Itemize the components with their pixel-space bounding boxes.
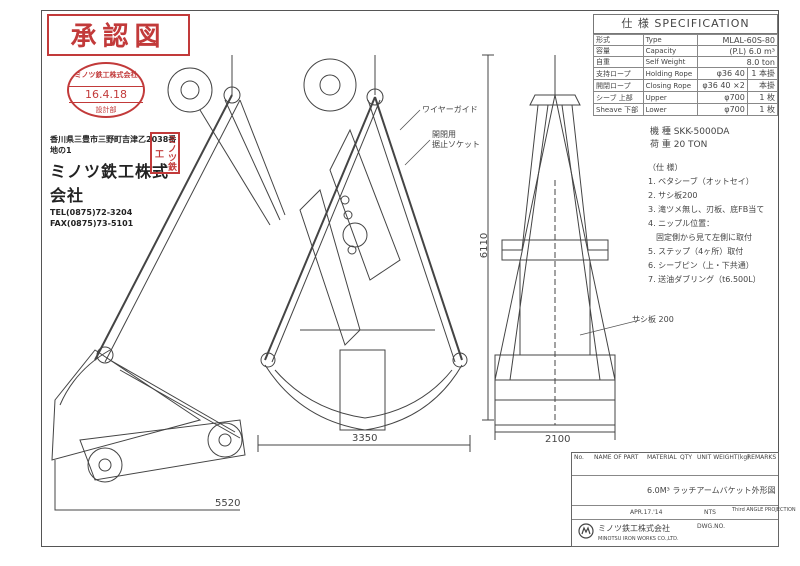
dimension-height: 6110 [479, 232, 491, 259]
drawing-date: APR.17.'14 [630, 509, 663, 516]
spec-title: 仕 様 SPECIFICATION [593, 14, 778, 34]
oval-company: ミノツ鉄工株式会社 [74, 71, 138, 79]
oval-date: 16.4.18 [69, 86, 143, 103]
spec-row: 容量 Capacity (P.L) 6.0 m³ [593, 45, 779, 57]
machine-info: 機 種 SKK-5000DA 荷 重 20 TON [650, 126, 729, 152]
open-bucket-view [51, 55, 286, 511]
dimension-width-side: 2100 [545, 434, 571, 445]
note-item: 4. ニップル位置： [648, 219, 715, 228]
note-item: 3. 滝ツメ無し、刃板、底FB当て [648, 205, 765, 214]
spec-row: 開閉ロープ Closing Rope φ36 40 ×2 本掛 [593, 79, 779, 92]
approval-stamp: 承認図 [47, 14, 190, 56]
spec-row: 自重 Self Weight 8.0 ton [593, 56, 779, 68]
machine-load: 荷 重 20 TON [650, 140, 708, 150]
sashi-ita-label: サシ板 200 [632, 315, 674, 324]
dimension-open-width: 5520 [215, 498, 241, 509]
spec-row: 形式 Type MLAL-60S-80 [593, 34, 779, 46]
approval-oval: ミノツ鉄工株式会社 16.4.18 設計部 [67, 62, 145, 118]
side-view [482, 54, 616, 440]
closed-bucket-view [257, 55, 471, 452]
drawing-sheet [41, 10, 779, 547]
wire-guide-label: ワイヤーガイド [422, 105, 478, 114]
spec-notes: （仕 様） 1. ベタシーブ（オットセイ） 2. サシ板200 3. 滝ツメ無し… [648, 161, 764, 287]
note-item: 2. サシ板200 [648, 191, 698, 200]
company-fax: FAX(0875)73-5101 [50, 219, 134, 228]
note-item: 7. 送油ダブリング（t6.500L） [648, 275, 761, 284]
machine-model: 機 種 SKK-5000DA [650, 127, 730, 137]
note-item: 6. シーブピン（上・下共通） [648, 261, 754, 270]
projection: Third ANGLE PROJECTION [732, 507, 796, 513]
spec-row: 支持ロープ Holding Rope φ36 40 1 本掛 [593, 67, 779, 80]
company-logo-icon [578, 523, 594, 539]
dwg-number-label: DWG.NO. [697, 523, 725, 530]
company-name: ミノツ鉄工株式会社 [50, 162, 170, 205]
spec-row: シーブ 上部 Upper φ700 1 枚 [593, 91, 779, 104]
company-block: 香川県三豊市三野町吉津乙2038番地の1 ミノツ鉄工株式会社 TEL(0875)… [50, 134, 180, 228]
oval-dept: 設計部 [95, 106, 117, 114]
spec-row: Sheave 下部 Lower φ700 1 枚 [593, 103, 779, 116]
notes-heading: （仕 様） [648, 163, 683, 172]
company-seal: ミノツ鉄工 [150, 132, 180, 174]
dimension-width-front: 3350 [352, 433, 378, 444]
tb-company-en: MINOTSU IRON WORKS CO.,LTD. [598, 536, 679, 542]
socket-label: 開閉用 据止ソケット [432, 130, 480, 149]
company-address: 香川県三豊市三野町吉津乙2038番地の1 [50, 135, 177, 155]
note-item: 固定側から見て左側に取付 [648, 233, 752, 242]
drawing-title: 6.0M³ ラッチアームバケット外形図 [647, 486, 776, 495]
drawing-scale: NTS [704, 509, 716, 516]
spec-table: 仕 様 SPECIFICATION 形式 Type MLAL-60S-80 容量… [593, 14, 779, 116]
title-block: No. NAME OF PART MATERIAL QTY UNIT WEIGH… [571, 452, 796, 547]
company-tel: TEL(0875)72-3204 [50, 208, 133, 217]
tb-company: ミノツ鉄工株式会社 [598, 524, 670, 533]
note-item: 1. ベタシーブ（オットセイ） [648, 177, 754, 186]
note-item: 5. ステップ（4ヶ所）取付 [648, 247, 744, 256]
